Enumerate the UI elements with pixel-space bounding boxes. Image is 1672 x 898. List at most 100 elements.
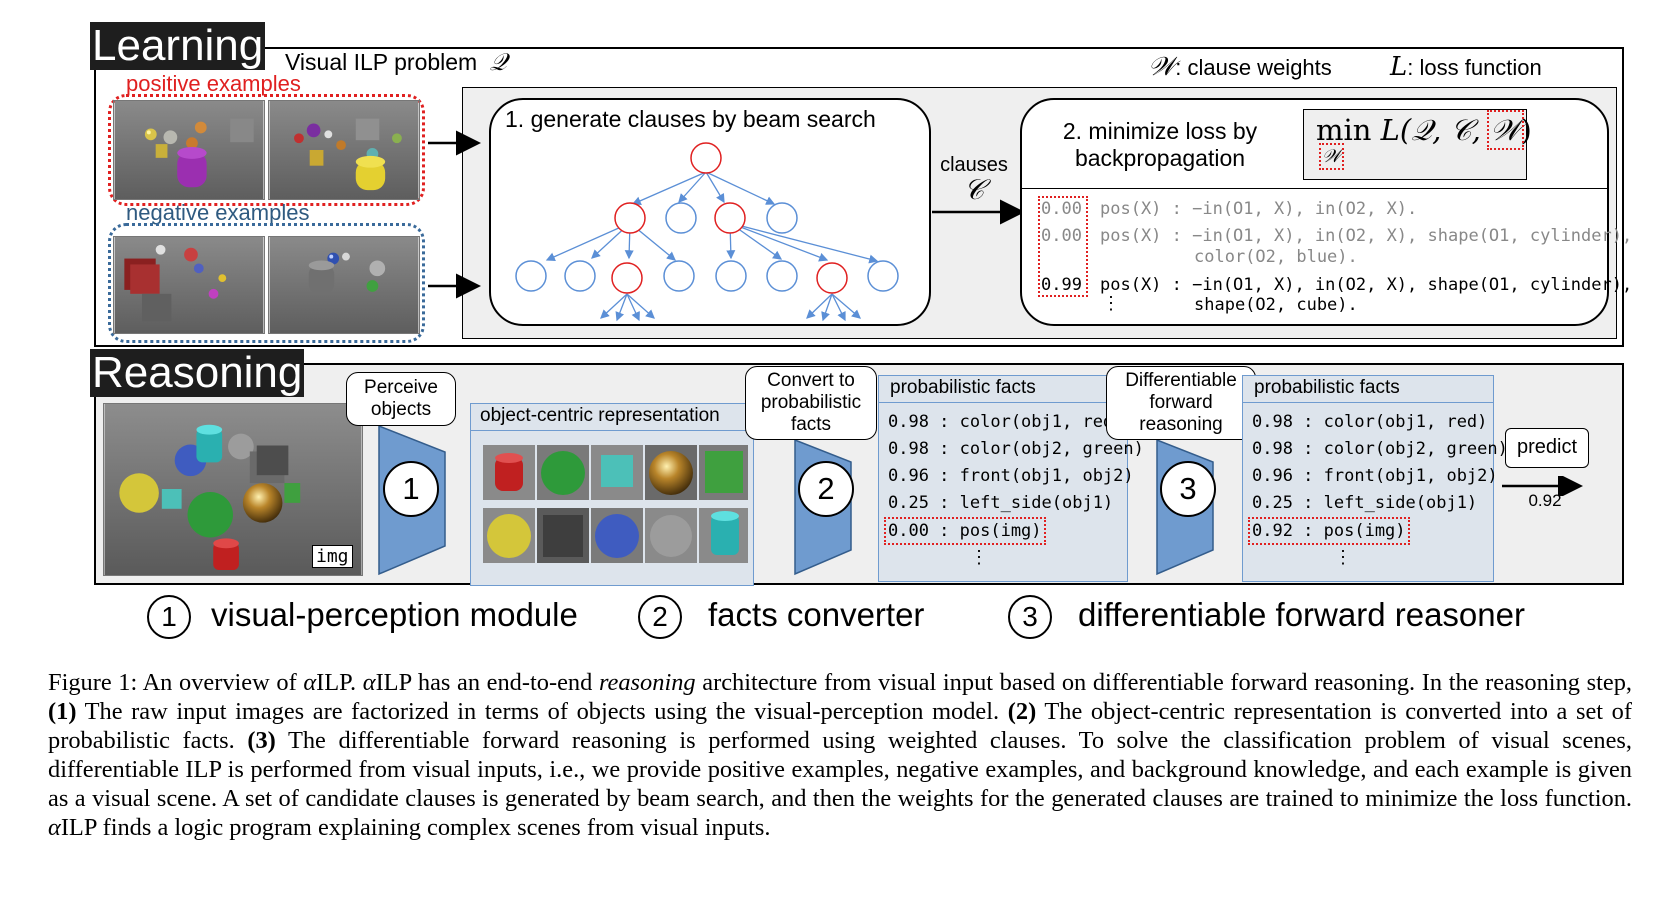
perceive-line2: objects xyxy=(370,399,432,420)
caption-alpha-2: α xyxy=(362,669,376,696)
fact-left-5: 0.00 : pos(img) xyxy=(884,517,1046,545)
facts-header-right: probabilistic facts xyxy=(1254,377,1400,398)
positive-scene-1 xyxy=(113,100,265,200)
caption-alpha-1: α xyxy=(303,669,317,696)
clause-ellipsis: ⋮ xyxy=(1102,293,1120,313)
positive-label: positive examples xyxy=(126,71,301,96)
legend-2-badge: 2 xyxy=(638,595,682,639)
loss-label: : loss function xyxy=(1407,55,1542,80)
loss-symbol: L xyxy=(1390,52,1408,82)
caption-b1: (1) xyxy=(48,698,77,725)
weights-label: : clause weights xyxy=(1175,55,1332,80)
problem-title: Visual ILP problem 𝒬 xyxy=(285,48,507,76)
fact-right-3: 0.96 : front(obj1, obj2) xyxy=(1252,466,1498,486)
minimize-loss-line2: backpropagation xyxy=(1074,145,1246,171)
facts-header-bar-left xyxy=(878,375,1128,403)
weights-symbol: 𝒲 xyxy=(1148,52,1176,82)
clause-2-line1: pos(X) : −in(O1, X), in(O2, X), shape(O1… xyxy=(1100,226,1633,246)
module-2-badge: 2 xyxy=(798,461,854,517)
fact-left-2: 0.98 : color(obj2, green) xyxy=(888,439,1144,459)
diff-line2: forward xyxy=(1149,392,1213,413)
caption-alpha-3: α xyxy=(48,814,61,841)
caption-s4: The raw input images are factorized in t… xyxy=(76,698,1008,725)
formula-w: 𝒲 xyxy=(1487,110,1524,150)
predict-value: 0.92 xyxy=(1528,491,1562,510)
perceive-objects-label: Perceive objects xyxy=(346,372,456,426)
predict-label: predict xyxy=(1505,428,1589,468)
module-1-badge: 1 xyxy=(383,461,439,517)
caption-s2: ILP has an end-to-end xyxy=(375,669,599,696)
weights-legend: 𝒲: clause weights xyxy=(1148,52,1332,83)
caption-s3: architecture from visual input based on … xyxy=(695,669,1632,696)
clause-3-weight: 0.99 xyxy=(1041,275,1082,295)
formula-sub: 𝒲 xyxy=(1319,143,1344,170)
perceive-line1: Perceive xyxy=(364,377,438,398)
caption-b3: (3) xyxy=(247,727,276,754)
beam-search-tree xyxy=(515,142,899,322)
object-crops xyxy=(483,445,748,563)
clauses-symbol: 𝒞 xyxy=(963,174,985,205)
fact-right-2: 0.98 : color(obj2, green) xyxy=(1252,439,1508,459)
figure-caption: Figure 1: An overview of αILP. αILP has … xyxy=(48,668,1632,842)
beam-search-box xyxy=(489,98,931,326)
negative-examples-box xyxy=(108,223,425,343)
caption-s6: The differentiable forward reasoning is … xyxy=(48,727,1632,812)
legend-3-label: differentiable forward reasoner xyxy=(1078,596,1525,633)
diff-line3: reasoning xyxy=(1139,414,1223,435)
clause-3-line2: shape(O2, cube). xyxy=(1194,295,1358,315)
caption-s7: ILP finds a logic program explaining com… xyxy=(60,814,771,841)
caption-b2: (2) xyxy=(1007,698,1037,725)
fact-left-4: 0.25 : left_side(obj1) xyxy=(888,493,1114,513)
fact-left-3: 0.96 : front(obj1, obj2) xyxy=(888,466,1134,486)
negative-scene-1 xyxy=(113,236,265,334)
minimize-loss-line1: 2. minimize loss by xyxy=(1062,118,1258,144)
facts-header-bar-right xyxy=(1242,375,1494,403)
facts-panel-left xyxy=(878,375,1128,582)
formula-min: min xyxy=(1316,113,1372,147)
caption-lead: Figure 1: An overview of xyxy=(48,669,304,696)
fact-left-1: 0.98 : color(obj1, red) xyxy=(888,412,1124,432)
clause-2-weight: 0.00 xyxy=(1041,226,1082,246)
clause-1-weight: 0.00 xyxy=(1041,199,1082,219)
caption-reasoning: reasoning xyxy=(598,669,696,696)
problem-label: Visual ILP problem xyxy=(285,49,478,75)
clause-divider xyxy=(1021,188,1608,189)
formula-text: min L(𝒬, 𝒞, 𝒲) xyxy=(1316,110,1532,150)
caption-s5: The object-centric representation is con… xyxy=(48,698,1633,754)
beam-search-title: 1. generate clauses by beam search xyxy=(505,106,876,132)
legend-1-label: visual-perception module xyxy=(211,596,578,633)
legend-3-badge: 3 xyxy=(1008,595,1052,639)
predict-arrow xyxy=(1502,476,1583,496)
formula-close: ) xyxy=(1520,113,1532,147)
caption-s1: ILP. xyxy=(316,669,363,696)
loss-legend: L: loss function xyxy=(1390,52,1542,82)
convert-line3: facts xyxy=(790,414,832,435)
problem-symbol: 𝒬 xyxy=(489,48,507,76)
legend-2-label: facts converter xyxy=(708,596,925,633)
minimize-loss-title: 2. minimize loss by backpropagation xyxy=(1040,118,1280,172)
facts-panel-right xyxy=(1242,375,1494,582)
clause-1-line1: pos(X) : −in(O1, X), in(O2, X). xyxy=(1100,199,1418,219)
negative-label: negative examples xyxy=(126,200,310,225)
object-centric-header-bar xyxy=(470,403,754,431)
positive-scene-2 xyxy=(268,100,420,200)
module-3-badge: 3 xyxy=(1160,461,1216,517)
clause-2-line2: color(O2, blue). xyxy=(1194,247,1358,267)
convert-facts-label: Convert to probabilistic facts xyxy=(745,366,877,440)
object-centric-label: object-centric representation xyxy=(480,405,720,426)
learning-panel xyxy=(94,47,1624,347)
clauses-label: clauses xyxy=(940,154,1008,176)
fact-right-4: 0.25 : left_side(obj1) xyxy=(1252,493,1478,513)
convert-line1: Convert to xyxy=(767,370,855,391)
positive-examples-box xyxy=(108,94,425,206)
diff-line1: Differentiable xyxy=(1125,370,1237,391)
clause-3-line1: pos(X) : −in(O1, X), in(O2, X), shape(O1… xyxy=(1100,275,1633,295)
reasoning-tag: Reasoning xyxy=(90,348,305,397)
clause-weights-box xyxy=(1038,196,1088,297)
facts-header-left: probabilistic facts xyxy=(890,377,1036,398)
facts-right-ellipsis: ⋮ xyxy=(1334,547,1352,567)
loss-formula xyxy=(1303,109,1527,180)
facts-left-ellipsis: ⋮ xyxy=(970,547,988,567)
